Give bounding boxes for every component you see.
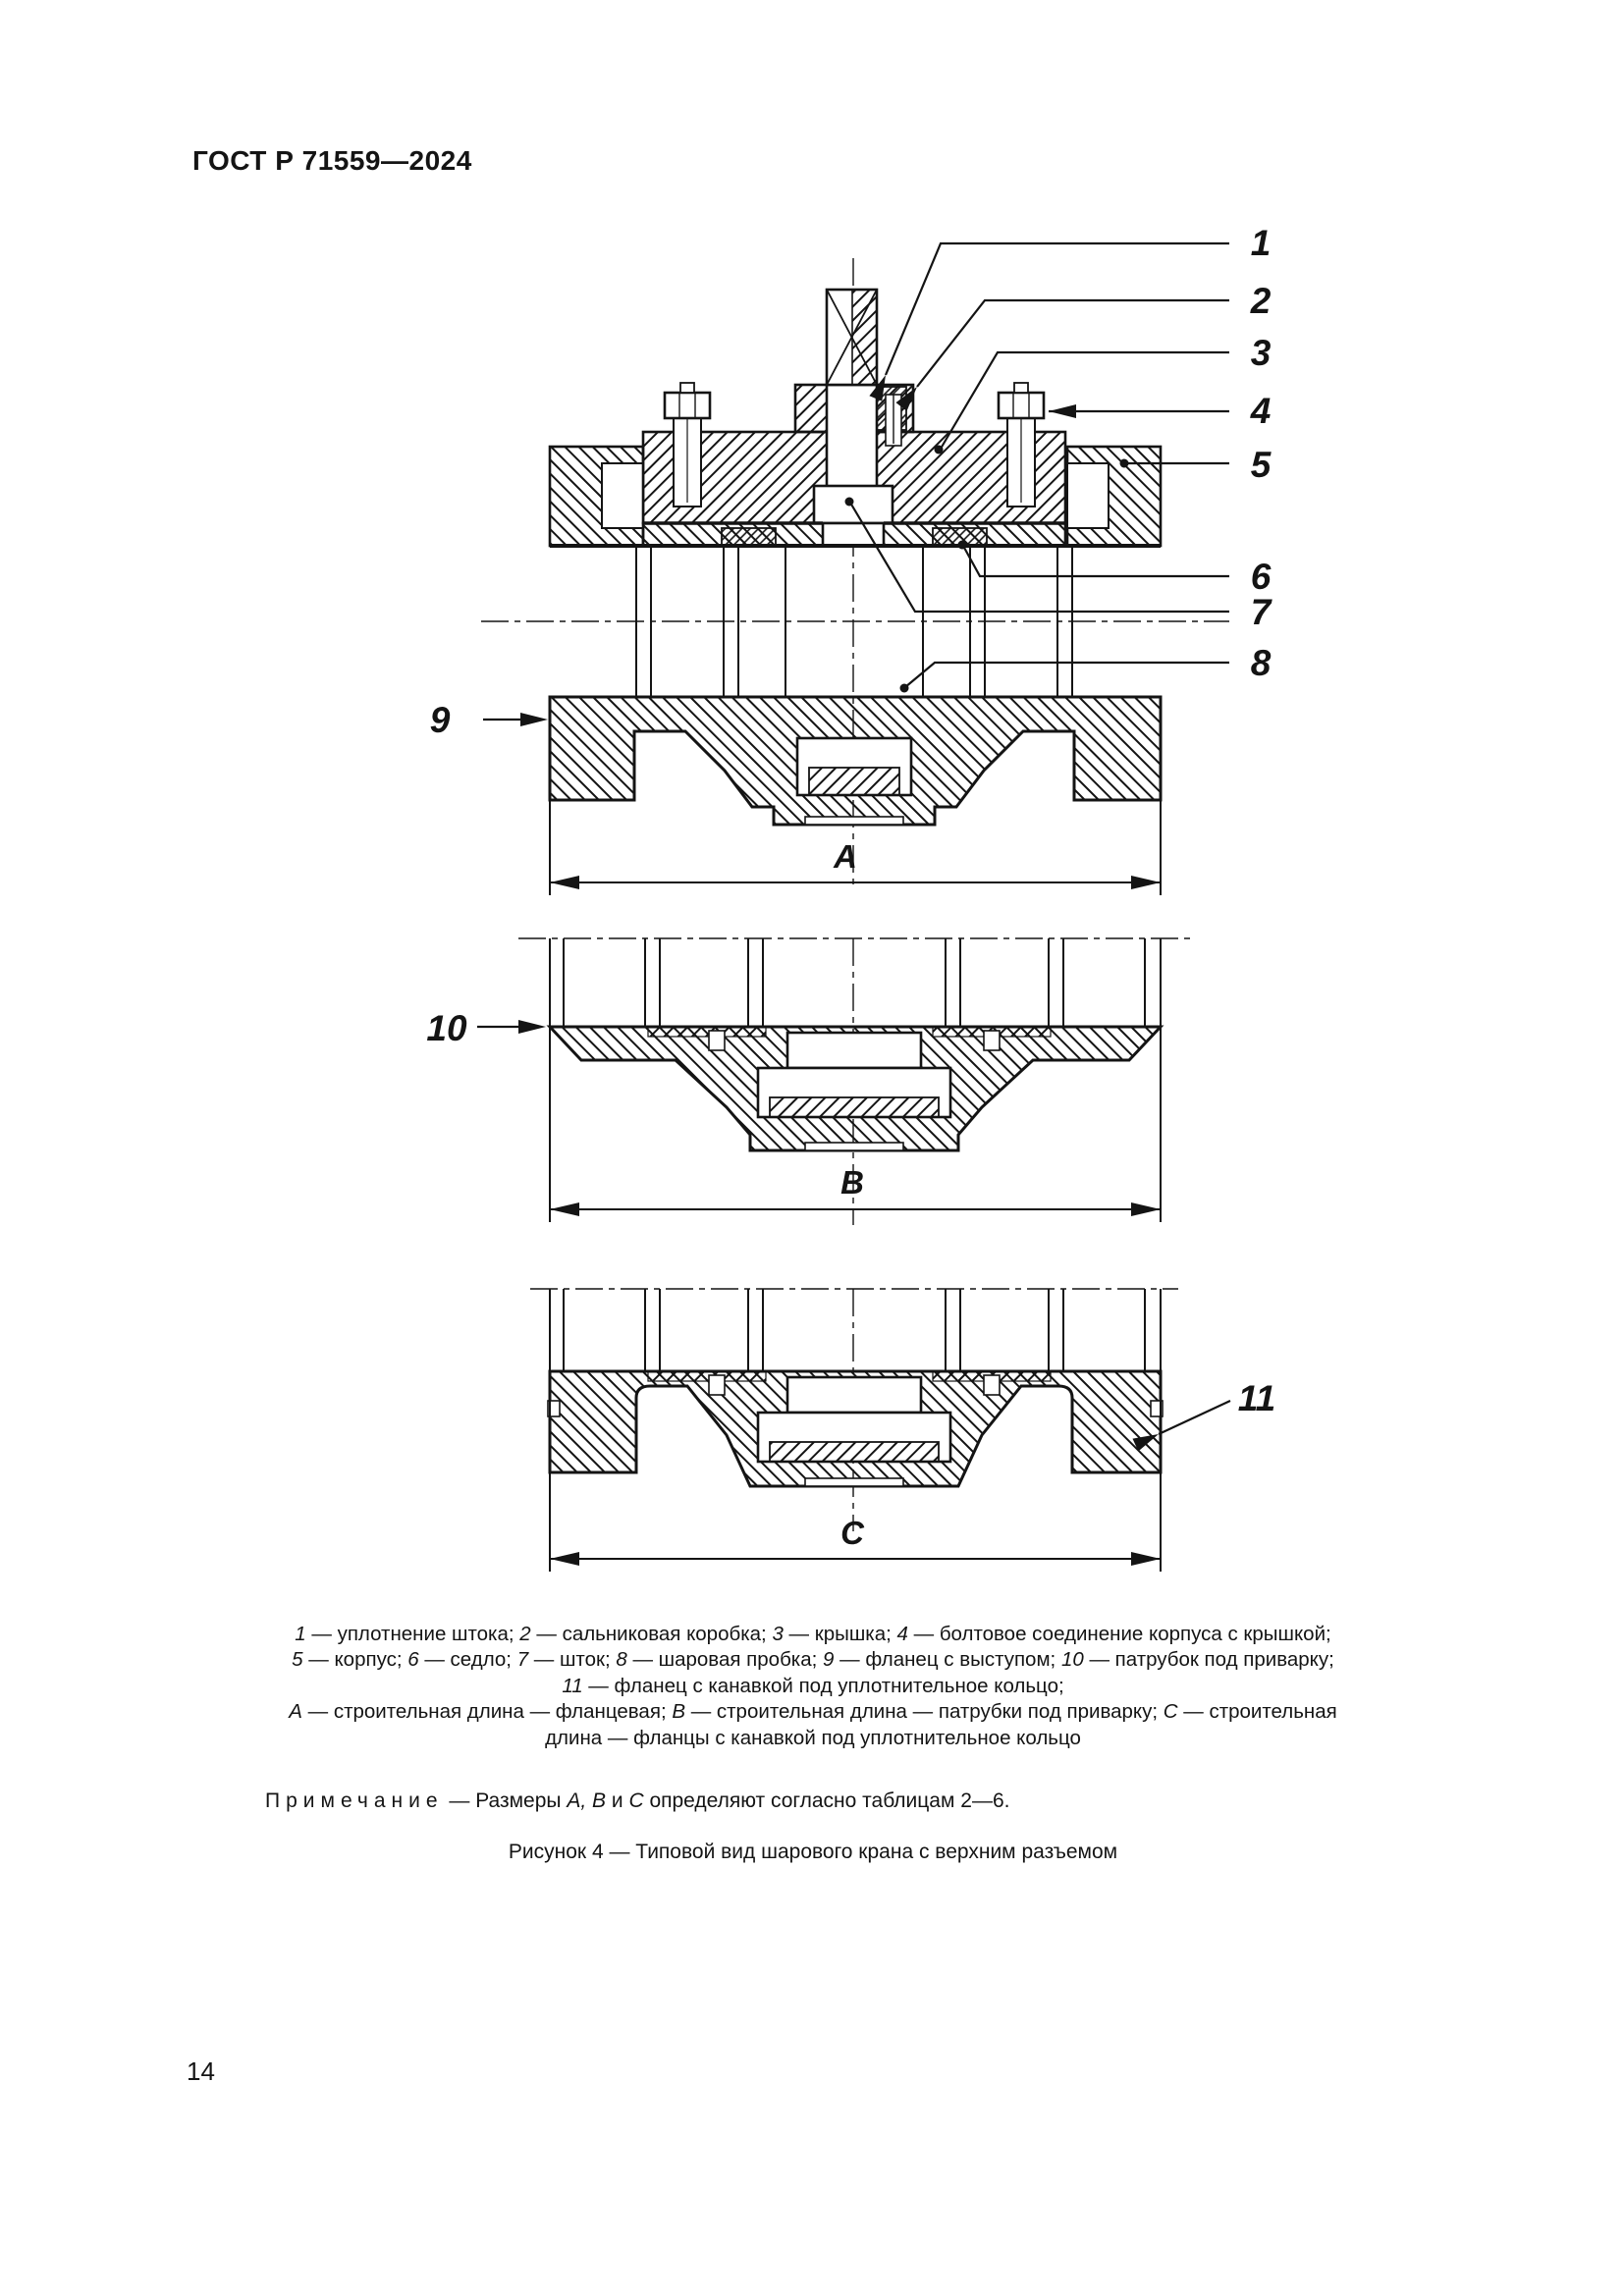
callout-3-label: 3 — [1251, 333, 1272, 373]
callout-labels: 1 2 3 4 5 6 7 8 9 10 11 А В С — [426, 223, 1275, 1551]
note-text: Примечание — Размеры А, В и С определяют… — [265, 1789, 1010, 1812]
callout-9-label: 9 — [430, 700, 451, 740]
callout-10-label: 10 — [426, 1008, 467, 1048]
callout-6-label: 6 — [1251, 557, 1272, 597]
figure-legend: 1 — уплотнение штока; 2 — сальниковая ко… — [196, 1622, 1430, 1751]
callout-11-label: 11 — [1238, 1378, 1275, 1418]
legend-line-4: А — строительная длина — фланцевая; В — … — [289, 1700, 1337, 1724]
main-view-flanged-section — [548, 288, 1163, 827]
callout-7-label: 7 — [1251, 592, 1273, 632]
legend-line-2: 5 — корпус; 6 — седло; 7 — шток; 8 — шар… — [292, 1648, 1334, 1672]
figure-title: Рисунок 4 — Типовой вид шарового крана с… — [508, 1841, 1118, 1863]
callout-2-label: 2 — [1250, 281, 1272, 321]
callout-8-label: 8 — [1251, 643, 1272, 683]
dimension-a-label: А — [833, 838, 857, 875]
legend-line-5: длина — фланцы с канавкой под уплотнител… — [545, 1726, 1081, 1749]
legend-line-3: 11 — фланец с канавкой под уплотнительно… — [562, 1674, 1064, 1697]
legend-line-1: 1 — уплотнение штока; 2 — сальниковая ко… — [295, 1623, 1331, 1645]
weld-end-view-section — [546, 938, 1164, 1152]
callout-5-label: 5 — [1251, 445, 1272, 485]
page-number: 14 — [187, 2056, 215, 2086]
callout-1-label: 1 — [1251, 223, 1272, 263]
stud-bolt-left — [663, 382, 712, 507]
stud-bolt-right — [997, 382, 1046, 507]
dimension-lines — [549, 800, 1162, 1572]
callout-4-label: 4 — [1250, 391, 1272, 431]
leader-lines — [477, 241, 1231, 1452]
groove-flange-view-section — [547, 1289, 1164, 1488]
dimension-c-label: С — [840, 1515, 865, 1551]
dimension-b-label: В — [840, 1164, 864, 1201]
standard-number-header: ГОСТ Р 71559—2024 — [192, 145, 472, 176]
